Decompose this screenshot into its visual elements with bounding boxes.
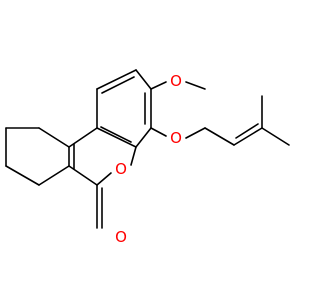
bond xyxy=(5,165,40,186)
bond xyxy=(100,126,132,143)
bond xyxy=(101,76,135,94)
bond xyxy=(235,123,259,139)
bond xyxy=(233,127,263,146)
bond xyxy=(96,69,137,90)
bond xyxy=(204,127,235,146)
bond xyxy=(185,81,206,90)
molecule-diagram: O O O O xyxy=(5,69,290,246)
bond xyxy=(150,81,167,90)
bond xyxy=(185,127,206,139)
ring-oxygen-label: O xyxy=(115,160,127,178)
bond xyxy=(96,127,137,148)
ether-oxygen-label: O xyxy=(170,129,182,147)
carbonyl-oxygen-label: O xyxy=(115,228,127,246)
bond xyxy=(38,165,70,186)
bond xyxy=(96,172,112,186)
bond xyxy=(135,69,152,90)
structure-canvas: O O O O xyxy=(5,69,290,246)
bond xyxy=(130,146,137,166)
methoxy-oxygen-label: O xyxy=(170,72,182,90)
atom-labels: O O O O xyxy=(115,72,182,246)
bond xyxy=(135,127,152,148)
bond xyxy=(261,127,290,146)
bond xyxy=(150,127,167,137)
bond xyxy=(68,165,98,186)
bond xyxy=(68,127,98,148)
bond xyxy=(38,127,70,148)
bond-lines xyxy=(5,69,290,229)
